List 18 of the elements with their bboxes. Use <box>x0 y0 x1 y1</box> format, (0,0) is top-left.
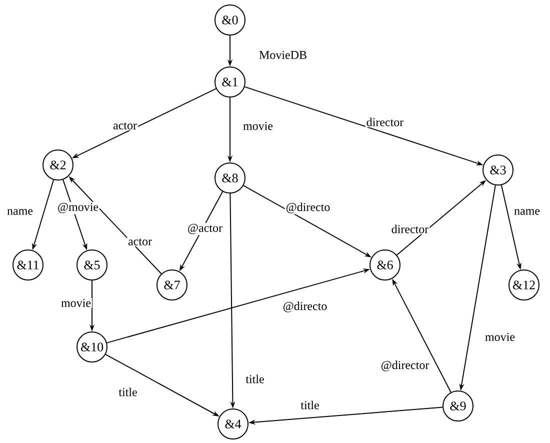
edge-label: @movie <box>56 202 100 214</box>
edge-label: @actor <box>186 222 224 236</box>
edge-label: movie <box>60 298 92 308</box>
edge-label: director <box>365 116 405 128</box>
edge-label: MovieDB <box>258 50 308 60</box>
edge-label: title <box>300 400 320 410</box>
edge-label: @directo <box>284 202 332 214</box>
edge-label: name <box>6 208 34 216</box>
edge-label: @directo <box>282 300 328 314</box>
edge-label: @director <box>380 360 430 372</box>
edge-label: title <box>118 386 138 398</box>
edge-label: director <box>390 224 430 234</box>
edge-label: movie <box>484 332 516 342</box>
edge-label: title <box>244 374 266 384</box>
edge-label: actor <box>112 122 138 130</box>
edge-label: name <box>513 208 541 216</box>
edge-label: actor <box>127 238 153 246</box>
edge-label: movie <box>242 120 274 132</box>
